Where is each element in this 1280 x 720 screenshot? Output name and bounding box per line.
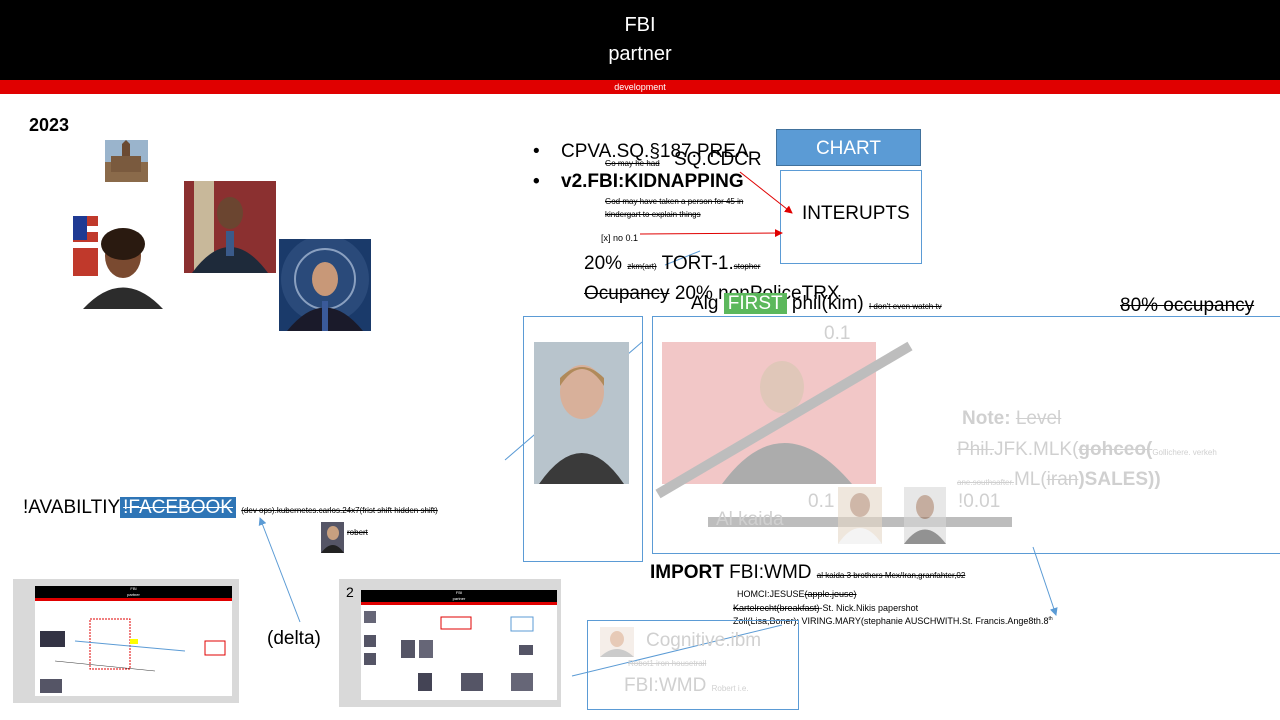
portrait-photo-1: [73, 216, 166, 309]
checkbox-note: [x] no 0.1: [601, 233, 639, 243]
tort-line: 20% zkm(art) TORT-1.stopher: [584, 253, 761, 274]
portrait-photo-3: [279, 239, 371, 331]
value-right: !0.01: [958, 491, 1001, 512]
bullet-text: CPVA.SQ.§187.PREA: [561, 141, 749, 162]
bullet-list: •CPVA.SQ.§187.PREA •v2.FBI:KIDNAPPING: [533, 137, 749, 197]
bullet-item: •v2.FBI:KIDNAPPING: [533, 171, 744, 192]
faded-photo-small-1: [838, 487, 882, 544]
faded-photo-cognitive: [600, 627, 634, 657]
bullet-text: v2.FBI:KIDNAPPING: [561, 171, 744, 192]
bottom-label: Al kaida: [716, 509, 784, 530]
availability-line: !AVABILTIY!FACEBOOK (dev ops).kubernetes…: [23, 497, 438, 518]
portrait-photo-2: [184, 181, 276, 273]
delta-label: (delta): [267, 628, 321, 649]
phil-line: Phil.JFK.MLK(gohceo(Gollichere. verkeh: [957, 439, 1217, 460]
header-title: FBI: [624, 14, 656, 36]
portrait-photo-4: [534, 342, 629, 484]
faded-photo-small-2: [904, 487, 946, 544]
portrait-photo-5: [321, 522, 344, 553]
cognitive-sub: Robot1 iron housetrail: [628, 659, 707, 668]
cognitive-title: Cognitive.ibm: [646, 630, 762, 651]
interrupts-label: INTERUPTS: [802, 203, 910, 224]
bullet-item: •CPVA.SQ.§187.PREA: [533, 141, 749, 162]
thumb-number-2: 2: [346, 584, 354, 600]
year-label: 2023: [29, 115, 70, 135]
cognitive-wmd: FBI:WMD Robert i.e.: [624, 675, 749, 696]
small-note: Go may he had: [605, 159, 660, 168]
import-line: IMPORT FBI:WMD al kaida 3 brothers Mex/I…: [650, 562, 966, 583]
value-top: 0.1: [824, 323, 851, 344]
faded-content-box: [652, 316, 1280, 554]
building-photo: [105, 140, 148, 182]
interrupts-box: [780, 170, 922, 264]
alg-line: Alg FIRST phil(kim) I don't even watch t…: [691, 293, 942, 314]
kartel-line: Kartelrecht(breakfast)-St. Nick.Nikis pa…: [733, 603, 919, 613]
faded-photo-large: [662, 342, 876, 484]
sq-cdcr-label: SQ.CDCR: [674, 149, 762, 170]
development-bar: development: [0, 80, 1280, 94]
facebook-highlight: !FACEBOOK: [120, 497, 236, 518]
portrait-frame: [523, 316, 643, 562]
title-header: FBI partner: [0, 0, 1280, 80]
occupancy-80-label: 80% occupancy: [1120, 295, 1255, 316]
header-subtitle: partner: [608, 43, 672, 65]
sales-line: ane.southsafter.ML(iran)SALES)): [957, 469, 1161, 490]
zoll-line: Zoll(Lisa,Boner): VIRING.MARY(stephanie …: [733, 616, 1053, 626]
first-badge: FIRST: [723, 293, 787, 314]
note-block: God may have taken a person for 45 in ki…: [605, 197, 744, 219]
note-line: Note: Level: [962, 408, 1062, 429]
robert-label: robert: [347, 528, 368, 537]
homci-line: HOMCI:JESUSE(apple.jeuse): [737, 589, 857, 599]
cognitive-box: [587, 620, 799, 710]
chart-button[interactable]: CHART: [776, 129, 921, 166]
value-mid: 0.1: [808, 491, 835, 512]
